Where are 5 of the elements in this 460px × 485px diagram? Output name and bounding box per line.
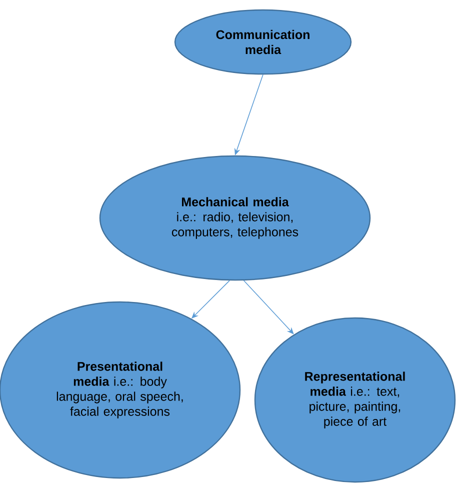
ellipse-node: Mechanical media i.e.: radio, television, computers, telephones — [99, 155, 371, 281]
ellipse-node: Communication media — [174, 9, 352, 75]
ellipse-node: Representational media i.e.: text, picture, painting, piece of art — [254, 317, 456, 483]
ellipse-node: Presentational media i.e.: body language, oral speech, facial expressions — [0, 301, 241, 479]
arrow — [243, 280, 294, 334]
